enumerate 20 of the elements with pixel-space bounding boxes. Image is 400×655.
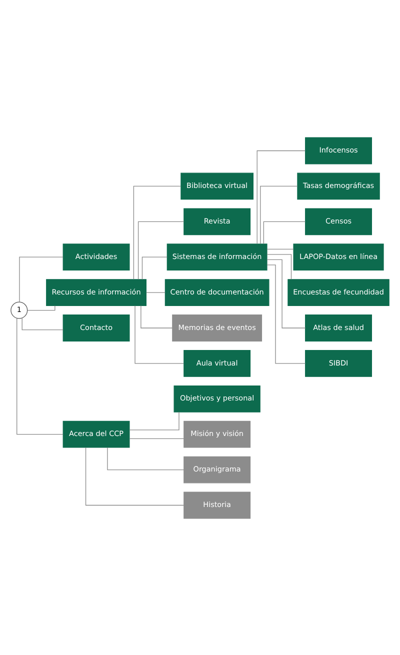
connector [266, 254, 292, 280]
connector [260, 185, 298, 244]
connector [22, 317, 64, 330]
connector [266, 248, 294, 250]
connector [129, 411, 180, 430]
connector [138, 220, 184, 280]
connector [107, 446, 184, 470]
connector [85, 446, 184, 506]
connector [256, 150, 306, 244]
connector [142, 256, 168, 280]
connector [19, 256, 64, 302]
connector [27, 304, 56, 310]
connector [266, 264, 306, 364]
connector [129, 438, 184, 439]
connector [16, 317, 64, 434]
connector [263, 220, 306, 244]
connector [140, 304, 173, 328]
connector [133, 185, 182, 280]
connector [266, 258, 306, 328]
connector [134, 304, 184, 364]
